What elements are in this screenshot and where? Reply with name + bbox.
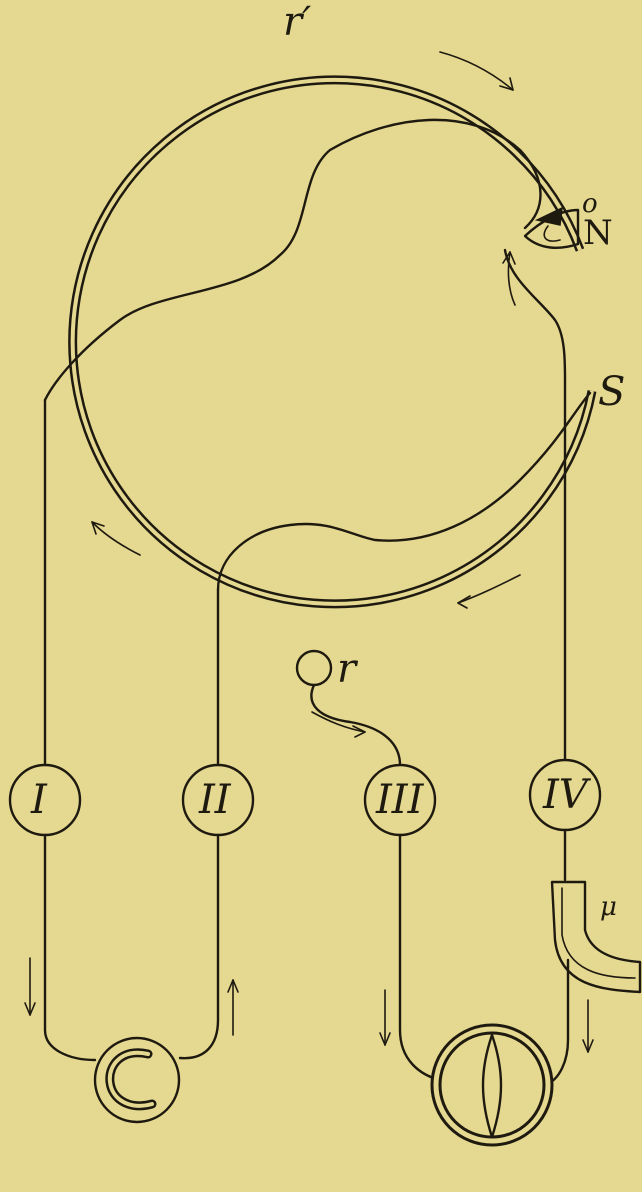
node-iii: III	[363, 763, 437, 837]
arrow-down-iv-head	[582, 1039, 594, 1053]
node-iv: IV	[528, 758, 602, 832]
inner-organ-outline	[43, 118, 542, 402]
node-ii-label: II	[198, 777, 232, 823]
arrow-up-near-n-head	[502, 251, 516, 265]
label-S: S	[598, 369, 625, 415]
ring-valve-organ	[430, 1023, 554, 1147]
node-i: I	[8, 763, 82, 837]
arrow-top	[439, 51, 514, 91]
node-i-label: I	[30, 777, 48, 823]
c-shaped-organ	[93, 1036, 181, 1124]
arrow-r-to-iii-head	[352, 725, 366, 738]
vessel-to-node-iv	[503, 248, 567, 762]
arrow-r-to-iii	[311, 711, 366, 733]
node-iii-label: III	[375, 777, 425, 823]
small-node-r	[295, 649, 333, 687]
arrow-lower-right-head	[457, 595, 471, 609]
label-mu: μ	[600, 892, 617, 922]
hook-appendage-mu	[550, 880, 642, 994]
valve-at-n	[523, 206, 580, 249]
label-N: N	[583, 213, 613, 253]
arrow-up-near-n	[507, 251, 516, 306]
node-iv-label: IV	[542, 772, 592, 818]
label-r: r	[337, 646, 359, 692]
flow-arrows	[24, 51, 594, 1053]
arrow-down-iii-head	[379, 1032, 391, 1046]
inner-organ-lower-outline	[216, 391, 592, 592]
arrow-lower-left	[91, 521, 141, 556]
arrow-up-ii-head	[227, 979, 239, 993]
main-ring	[68, 75, 597, 609]
label-r-prime: r′	[283, 0, 311, 45]
node-ii: II	[181, 763, 255, 837]
arrow-down-i-head	[24, 1002, 36, 1016]
arrow-lower-right	[457, 574, 521, 604]
vessel-r-to-node-iii	[310, 683, 402, 767]
arrow-top-head	[499, 77, 514, 91]
label-o: o	[582, 189, 598, 219]
arrow-lower-left-head	[91, 521, 105, 535]
loop-i-ii	[43, 833, 220, 1062]
